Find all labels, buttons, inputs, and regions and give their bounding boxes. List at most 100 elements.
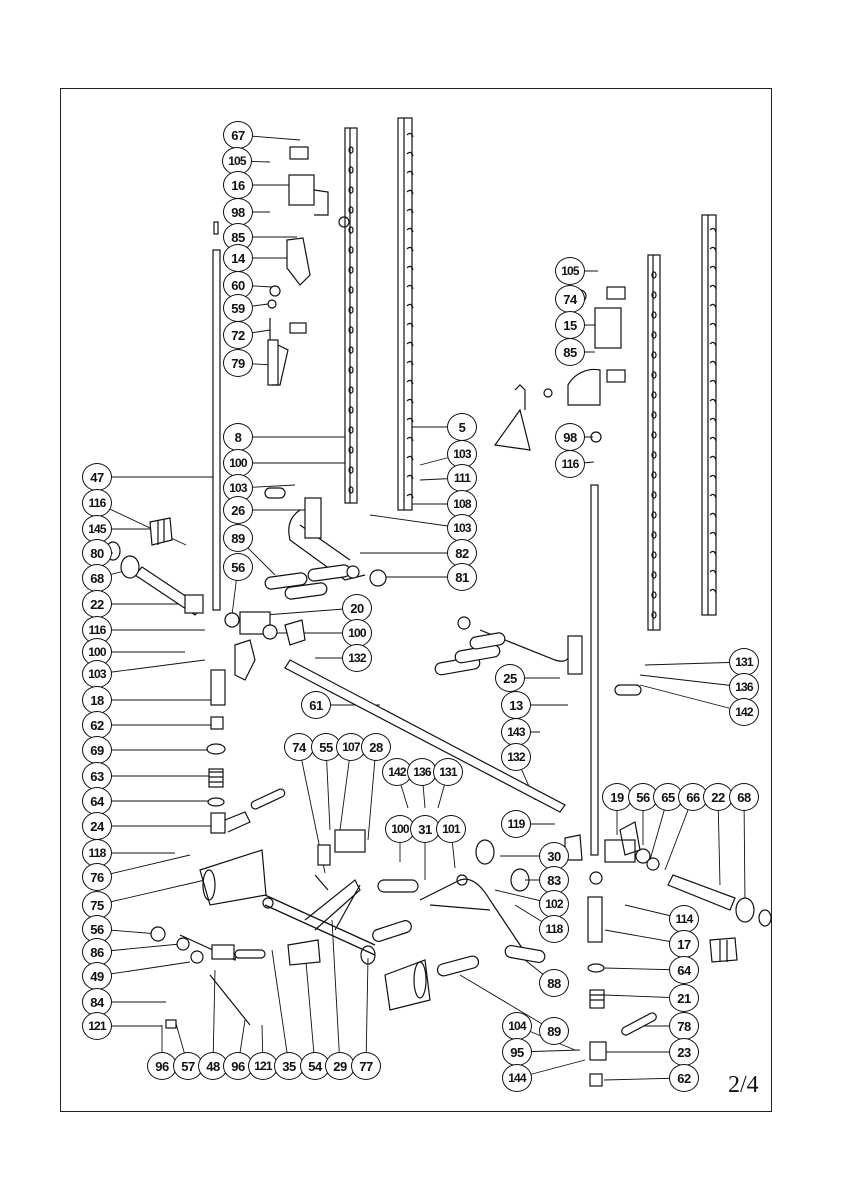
- part-callout: 64: [82, 787, 112, 815]
- part-callout: 17: [669, 930, 699, 958]
- part-callout: 23: [669, 1038, 699, 1066]
- backrest-frame-center: [372, 839, 546, 977]
- sleeve-bar-left: [105, 517, 204, 616]
- weight-rack-left: [397, 117, 413, 511]
- part-callout: 49: [82, 962, 112, 990]
- long-rod-center: [284, 659, 566, 813]
- rack-hooks-left: [406, 132, 414, 499]
- part-callout: 83: [539, 866, 569, 894]
- part-callout: 72: [223, 321, 253, 349]
- upright-post-left-front: [344, 127, 358, 504]
- part-callout: 111: [447, 464, 477, 492]
- part-callout: 18: [82, 686, 112, 714]
- part-callout: 68: [729, 783, 759, 811]
- part-callout: 47: [82, 463, 112, 491]
- part-callout: 22: [703, 783, 733, 811]
- part-callout: 144: [502, 1064, 532, 1092]
- part-callout: 61: [301, 691, 331, 719]
- part-callout: 103: [447, 514, 477, 542]
- leader-line: [96, 961, 191, 977]
- part-callout: 121: [82, 1012, 112, 1040]
- part-callout: 104: [502, 1012, 532, 1040]
- part-callout: 14: [223, 244, 253, 272]
- part-callout: 136: [729, 673, 759, 701]
- leader-line: [639, 684, 745, 713]
- part-callout: 20: [342, 594, 372, 622]
- part-callout: 74: [555, 285, 585, 313]
- leg-extension-frame-left: [264, 487, 387, 600]
- part-callout: 116: [82, 489, 112, 517]
- part-callout: 80: [82, 539, 112, 567]
- part-callout: 24: [82, 812, 112, 840]
- leader-line: [365, 957, 369, 1067]
- part-callout: 88: [539, 969, 569, 997]
- part-callout: 114: [669, 905, 699, 933]
- part-callout: 62: [669, 1064, 699, 1092]
- part-callout: 105: [555, 257, 585, 285]
- part-callout: 8: [223, 423, 253, 451]
- part-callout: 89: [223, 524, 253, 552]
- part-callout: 121: [248, 1052, 278, 1080]
- part-callout: 100: [82, 638, 112, 666]
- leader-line: [96, 659, 206, 675]
- part-callout: 101: [436, 815, 466, 843]
- part-callout: 22: [82, 590, 112, 618]
- long-bar-right: [590, 484, 599, 856]
- part-callout: 85: [555, 338, 585, 366]
- part-callout: 118: [539, 915, 569, 943]
- part-callout: 28: [361, 733, 391, 761]
- upright-post-right-front: [647, 254, 661, 631]
- part-callout: 96: [223, 1052, 253, 1080]
- page-number: 2/4: [728, 1072, 759, 1098]
- leader-line: [639, 674, 745, 688]
- part-callout: 67: [223, 121, 253, 149]
- carriage-assembly-left: [267, 146, 350, 386]
- part-callout: 68: [82, 564, 112, 592]
- part-callout: 62: [82, 711, 112, 739]
- part-callout: 21: [669, 984, 699, 1012]
- part-callout: 132: [342, 644, 372, 672]
- adjustment-holes-right: [651, 271, 657, 619]
- leader-line: [264, 607, 358, 616]
- leader-line: [271, 949, 290, 1067]
- leader-line: [212, 969, 216, 1067]
- rack-hooks-right: [709, 227, 717, 594]
- part-callout: 25: [495, 664, 525, 692]
- pivot-column-right: [564, 821, 772, 1087]
- part-callout: 131: [433, 758, 463, 786]
- part-callout: 35: [274, 1052, 304, 1080]
- part-callout: 116: [555, 450, 585, 478]
- part-callout: 63: [82, 762, 112, 790]
- part-callout: 103: [447, 440, 477, 468]
- part-callout: 60: [223, 271, 253, 299]
- part-callout: 108: [447, 490, 477, 518]
- part-callout: 79: [223, 349, 253, 377]
- diagram-frame: [60, 88, 772, 1112]
- part-callout: 98: [555, 423, 585, 451]
- leader-line: [367, 746, 377, 841]
- part-callout: 95: [502, 1038, 532, 1066]
- adjustment-holes-left: [348, 146, 354, 494]
- part-callout: 118: [82, 839, 112, 867]
- carriage-assembly-right: [493, 286, 626, 451]
- leg-extension-frame-right: [434, 616, 642, 696]
- lower-leg-frame: [150, 829, 431, 1029]
- part-callout: 89: [539, 1017, 569, 1045]
- part-callout: 31: [410, 815, 440, 843]
- part-callout: 76: [82, 863, 112, 891]
- part-callout: 19: [602, 783, 632, 811]
- part-callout: 142: [729, 698, 759, 726]
- leader-line: [96, 879, 206, 906]
- part-callout: 81: [447, 563, 477, 591]
- leader-line: [304, 949, 316, 1067]
- part-callout: 84: [82, 988, 112, 1016]
- part-callout: 100: [385, 815, 415, 843]
- leader-line: [331, 919, 341, 1067]
- part-callout: 100: [223, 449, 253, 477]
- part-callout: 77: [351, 1052, 381, 1080]
- part-callout: 131: [729, 648, 759, 676]
- leader-line: [369, 514, 463, 529]
- leader-line: [96, 854, 191, 878]
- part-callout: 103: [82, 660, 112, 688]
- part-callout: 105: [222, 147, 252, 175]
